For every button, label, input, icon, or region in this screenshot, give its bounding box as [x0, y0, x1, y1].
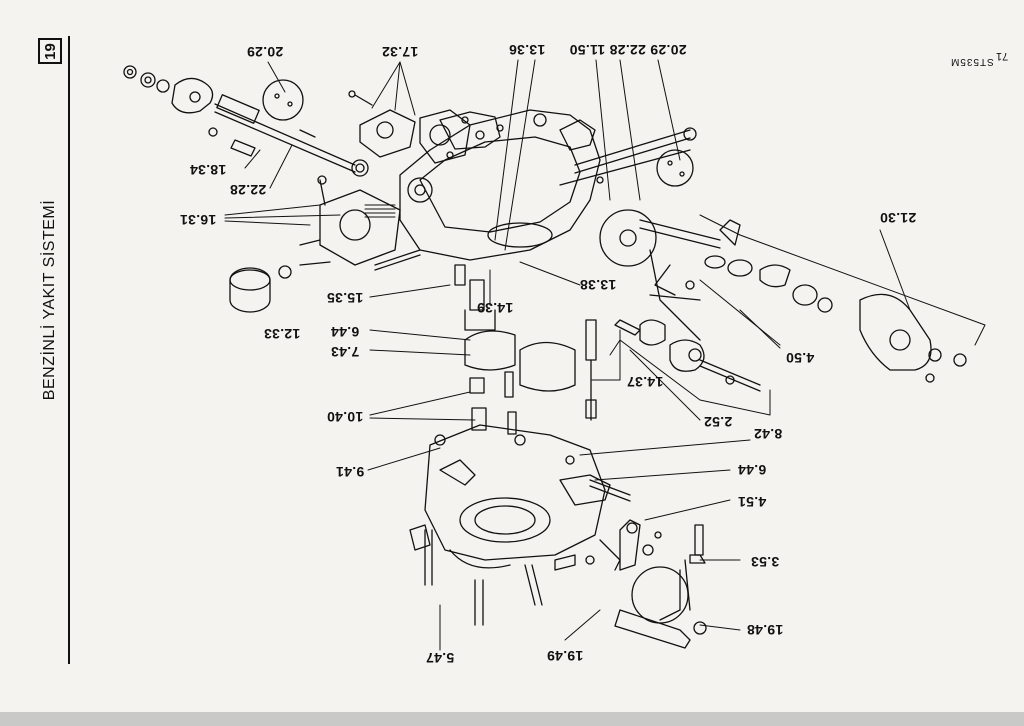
callout-label: 14.37: [626, 374, 664, 390]
callout-label: 19.48: [746, 622, 784, 638]
choke-vacuum-unit: [229, 175, 421, 313]
callout-label: 18.34: [189, 162, 227, 178]
callout-label: 6.44: [737, 462, 767, 478]
callout-label: 6.44: [330, 324, 360, 340]
callout-label: 15.35: [326, 290, 364, 306]
callout-label: 2.52: [703, 414, 733, 430]
callout-label: 16.31: [179, 212, 217, 228]
callout-label: 20.29 22.28 11.50: [569, 42, 687, 58]
choke-linkage-assembly: [614, 219, 967, 392]
margin-rule: [68, 36, 70, 664]
callout-label: 13.38: [579, 277, 617, 293]
callout-label: 22.28: [229, 182, 267, 198]
callout-label: 7.43: [330, 344, 360, 360]
jets-and-needle-valves: [454, 264, 597, 435]
carburetor-cover: [399, 109, 697, 261]
callout-label: 13.36: [508, 42, 546, 58]
accelerator-pump-cover: [348, 90, 471, 164]
callout-label: 9.41: [335, 464, 365, 480]
leader-lines: [224, 59, 911, 651]
callout-label: 5.47: [425, 650, 455, 666]
callout-label: 14.39: [476, 300, 514, 316]
scan-bottom-edge: [0, 712, 1024, 726]
callout-label: 20.29: [246, 44, 284, 60]
throttle-lever-assembly: [599, 519, 707, 649]
callout-brackets: [609, 214, 986, 416]
chapter-number-box: 19: [38, 38, 62, 64]
callout-label: 21.30: [879, 210, 917, 226]
callout-label: 19.49: [546, 648, 584, 664]
callout-label: 12.33: [263, 326, 301, 342]
diaphragm-discs: [599, 149, 694, 267]
callout-label: 8.42: [753, 426, 783, 442]
callout-label: 10.40: [326, 409, 364, 425]
callout-label: 17.32: [381, 44, 419, 60]
callout-label: 4.50: [785, 350, 815, 366]
carburetor-body: [409, 424, 631, 626]
callout-label: 4.51: [737, 494, 767, 510]
callout-label: 3.53: [750, 554, 780, 570]
throttle-shaft-assembly: [123, 65, 369, 177]
